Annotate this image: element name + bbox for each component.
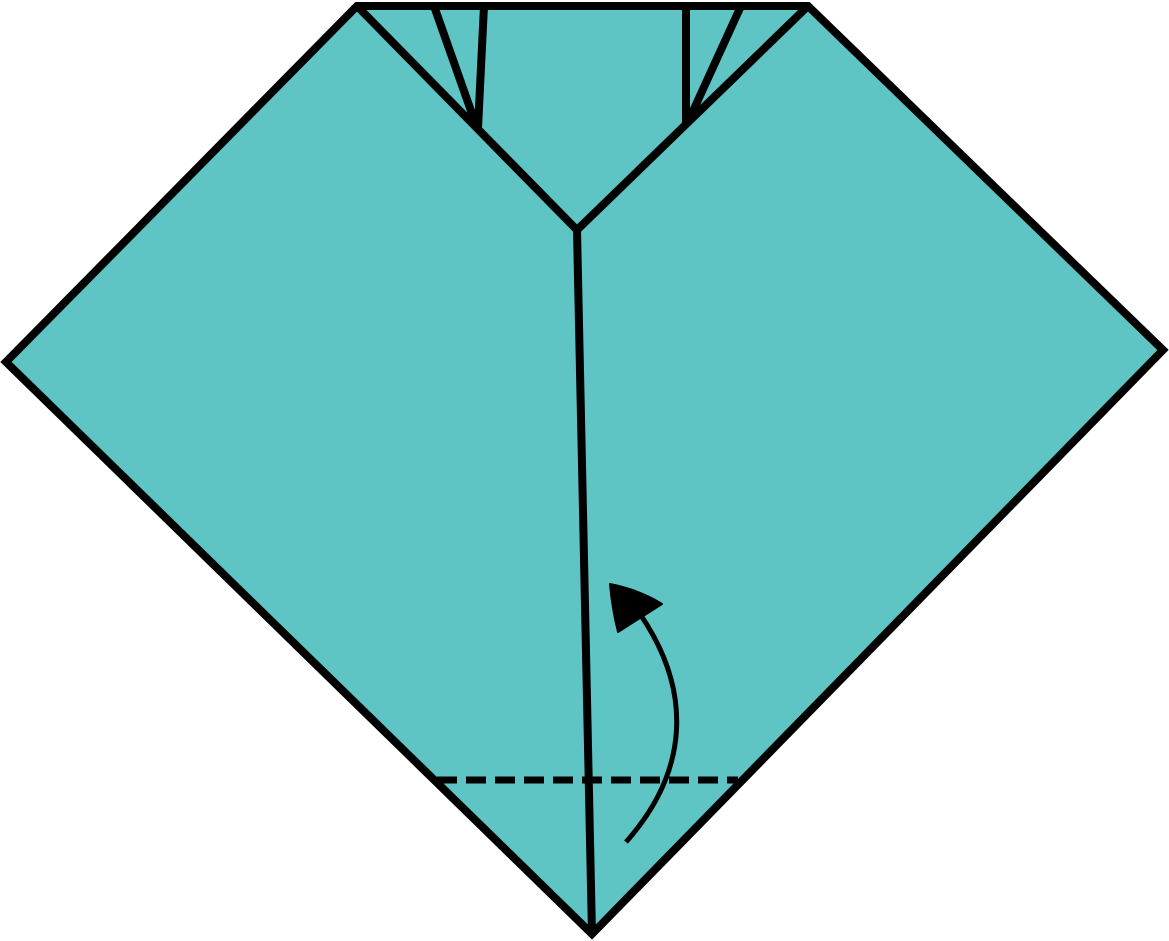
left-pleat-inner bbox=[474, 5, 488, 129]
right-pleat-outer bbox=[684, 4, 745, 124]
left-pleat-outer bbox=[430, 4, 480, 127]
fold-arrow-head bbox=[609, 583, 663, 633]
center-crease bbox=[573, 229, 596, 935]
left-flap-edge bbox=[354, 3, 580, 233]
fold-arrow-curve bbox=[624, 612, 680, 844]
